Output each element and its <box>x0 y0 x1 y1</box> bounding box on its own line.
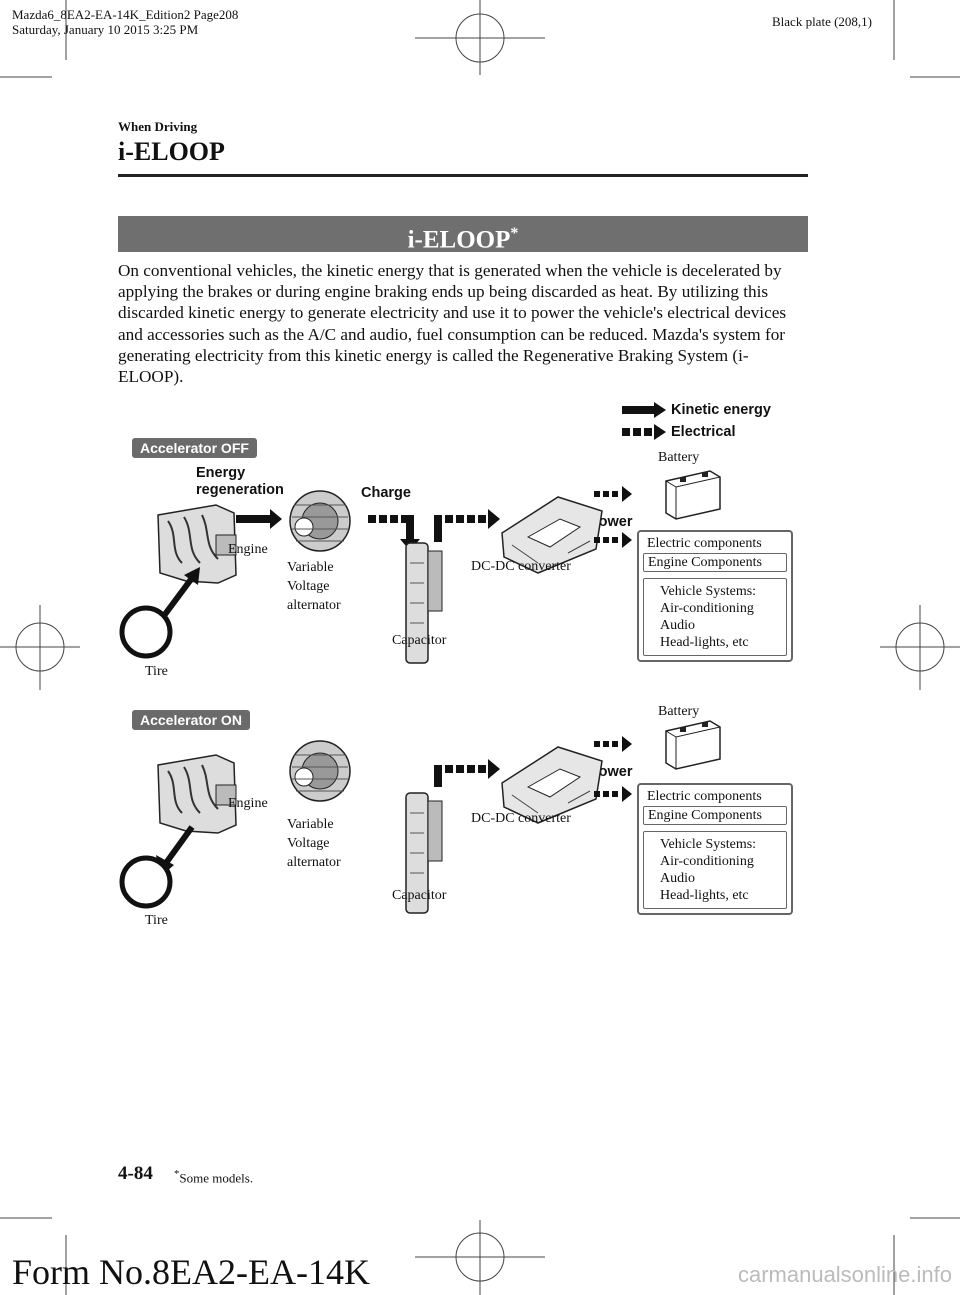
engine-label-off: Engine <box>228 542 268 557</box>
engine-components-box-off: Engine Components <box>643 553 787 572</box>
banner-title: i-ELOOP <box>407 226 511 254</box>
tire-icon <box>119 855 173 909</box>
capacitor-to-dcdc-arrow <box>434 509 500 542</box>
legend-electrical: Electrical <box>671 424 736 440</box>
battery-icon <box>665 720 721 770</box>
plate-info: Black plate (208,1) <box>772 14 872 29</box>
dcdc-converter-icon <box>501 746 603 824</box>
vehicle-systems-line4: Head-lights, etc <box>660 888 749 903</box>
alternator-label-line1: Variable <box>287 817 334 832</box>
capacitor-label-off: Capacitor <box>392 633 447 648</box>
capacitor-icon <box>405 542 443 664</box>
electric-components-box-off: Electric components Engine Components Ve… <box>637 530 793 662</box>
engine-label-on: Engine <box>228 796 268 811</box>
energy-regen-label: Energy regeneration <box>196 465 284 499</box>
electric-components-label-on: Electric components <box>647 789 762 804</box>
diagram-accelerator-on <box>119 720 721 914</box>
capacitor-icon <box>405 792 443 914</box>
alternator-label-line2: Voltage <box>287 579 330 594</box>
alternator-label-off: Variable Voltage alternator <box>287 558 341 615</box>
battery-label-off: Battery <box>658 450 700 465</box>
page-heading: i-ELOOP <box>118 137 225 166</box>
tire-label-off: Tire <box>145 664 168 679</box>
energy-regen-line2: regeneration <box>196 482 284 498</box>
alternator-icon <box>289 490 351 552</box>
section-label: When Driving <box>118 119 198 134</box>
tire-label-on: Tire <box>145 913 168 928</box>
vehicle-systems-line4: Head-lights, etc <box>660 635 749 650</box>
vehicle-systems-box-on: Vehicle Systems: Air-conditioning Audio … <box>643 831 787 909</box>
electric-components-label-off: Electric components <box>647 536 762 551</box>
page-number: 4-84 <box>118 1163 153 1184</box>
electric-components-box-on: Electric components Engine Components Ve… <box>637 783 793 915</box>
date-info: Saturday, January 10 2015 3:25 PM <box>12 22 199 37</box>
mode-label-accelerator-on: Accelerator ON <box>132 710 250 730</box>
vehicle-systems-line3: Audio <box>660 871 695 886</box>
engine-icon <box>157 504 237 584</box>
electrical-arrow-icon <box>622 424 666 440</box>
footnote-text: Some models. <box>179 1170 254 1186</box>
dcdc-label-off: DC-DC converter <box>471 559 571 574</box>
alternator-label-line2: Voltage <box>287 836 330 851</box>
vehicle-systems-line2: Air-conditioning <box>660 854 754 869</box>
footnote: *Some models. <box>174 1168 253 1186</box>
alternator-label-on: Variable Voltage alternator <box>287 815 341 872</box>
vehicle-systems-line1: Vehicle Systems: <box>660 584 757 599</box>
vehicle-systems-line2: Air-conditioning <box>660 601 754 616</box>
banner-mark: * <box>510 225 519 242</box>
battery-icon <box>665 470 721 520</box>
alternator-label-line3: alternator <box>287 598 341 613</box>
form-number: Form No.8EA2-EA-14K <box>12 1252 370 1292</box>
alternator-icon <box>289 740 351 802</box>
kinetic-arrow-icon <box>622 402 666 418</box>
engine-icon <box>157 754 237 834</box>
battery-label-on: Battery <box>658 704 700 719</box>
heading-rule <box>118 174 808 177</box>
power-arrows-off <box>594 486 632 548</box>
mode-label-accelerator-off: Accelerator OFF <box>132 438 257 458</box>
alternator-label-line1: Variable <box>287 560 334 575</box>
dcdc-converter-icon <box>501 496 603 574</box>
alternator-label-line3: alternator <box>287 855 341 870</box>
diagram-accelerator-off <box>119 470 721 664</box>
vehicle-systems-line1: Vehicle Systems: <box>660 837 757 852</box>
energy-regen-line1: Energy <box>196 465 246 481</box>
watermark: carmanualsonline.info <box>737 1262 952 1287</box>
body-paragraph: On conventional vehicles, the kinetic en… <box>118 261 787 387</box>
footnote-mark: * <box>174 1168 180 1180</box>
capacitor-to-dcdc-arrow <box>434 759 500 787</box>
file-info: Mazda6_8EA2-EA-14K_Edition2 Page208 <box>12 7 239 22</box>
charge-label: Charge <box>361 485 411 501</box>
capacitor-label-on: Capacitor <box>392 888 447 903</box>
vehicle-systems-box-off: Vehicle Systems: Air-conditioning Audio … <box>643 578 787 656</box>
title-banner: i-ELOOP* <box>118 216 808 254</box>
engine-components-box-on: Engine Components <box>643 806 787 825</box>
legend-kinetic: Kinetic energy <box>671 402 771 418</box>
engine-to-alternator-arrow <box>236 509 282 529</box>
vehicle-systems-line3: Audio <box>660 618 695 633</box>
tire-icon <box>119 605 173 659</box>
dcdc-label-on: DC-DC converter <box>471 811 571 826</box>
power-arrows-on <box>594 736 632 802</box>
